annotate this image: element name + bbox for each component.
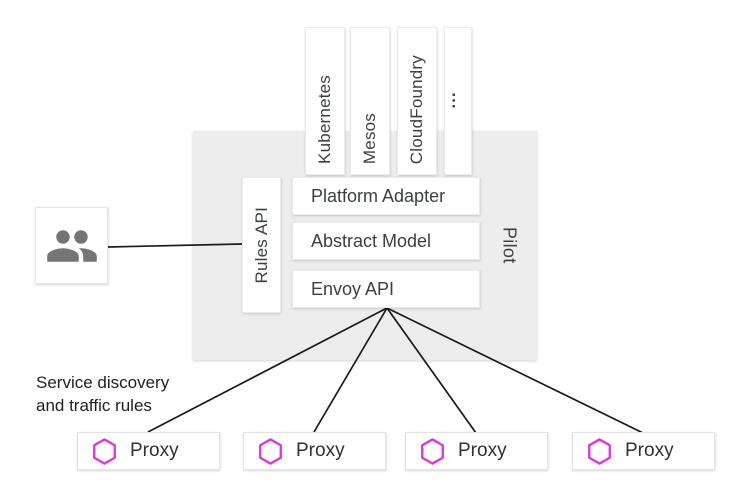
- users-icon: [46, 229, 97, 262]
- hexagon-icon: [259, 437, 282, 465]
- pilot-label: Pilot: [499, 227, 520, 264]
- pilot-label-wrap: Pilot: [487, 131, 531, 360]
- platform-label-cloudfoundry: CloudFoundry: [407, 54, 426, 164]
- platform-label-kubernetes: Kubernetes: [315, 75, 334, 164]
- users-box: [35, 207, 108, 284]
- rules-api-box: Rules API: [242, 177, 281, 313]
- annotation-line-2: and traffic rules: [36, 396, 152, 415]
- platform-box-mesos: Mesos: [350, 27, 390, 175]
- hexagon-icon: [93, 437, 116, 465]
- service-discovery-annotation: Service discovery and traffic rules: [36, 371, 169, 417]
- proxy-label: Proxy: [130, 440, 179, 461]
- proxy-label: Proxy: [458, 440, 507, 461]
- proxy-label: Proxy: [625, 440, 674, 461]
- platform-box-more: ...: [444, 27, 472, 175]
- annotation-line-1: Service discovery: [36, 373, 170, 392]
- platform-label-mesos: Mesos: [360, 112, 379, 164]
- hexagon-icon: [588, 437, 611, 465]
- platform-box-cloudfoundry: CloudFoundry: [397, 27, 437, 175]
- platform-adapter-label: Platform Adapter: [311, 185, 446, 206]
- proxy-label: Proxy: [296, 440, 345, 461]
- abstract-model-box: Abstract Model: [292, 222, 480, 260]
- platform-box-kubernetes: Kubernetes: [305, 27, 345, 175]
- envoy-to-proxy-line-1: [147, 307, 388, 433]
- envoy-api-label: Envoy API: [311, 278, 395, 299]
- users-to-rules-line: [107, 243, 243, 248]
- envoy-to-proxy-line-2: [313, 307, 388, 433]
- envoy-to-proxy-line-4: [386, 307, 644, 434]
- ellipsis-icon: ...: [448, 92, 468, 110]
- platform-adapter-box: Platform Adapter: [292, 177, 480, 215]
- proxy-box-4: Proxy: [572, 432, 715, 470]
- rules-api-label: Rules API: [251, 206, 271, 284]
- proxy-box-3: Proxy: [405, 432, 548, 470]
- hexagon-icon: [421, 437, 444, 465]
- envoy-to-proxy-line-3: [386, 307, 477, 434]
- abstract-model-label: Abstract Model: [311, 230, 432, 251]
- proxy-box-2: Proxy: [243, 432, 386, 470]
- envoy-api-box: Envoy API: [292, 270, 480, 308]
- proxy-box-1: Proxy: [77, 432, 220, 470]
